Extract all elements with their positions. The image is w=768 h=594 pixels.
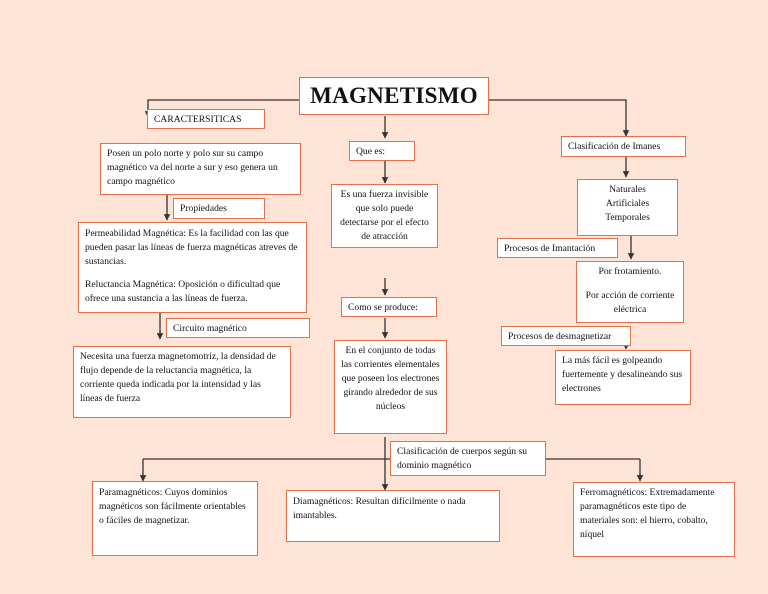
ferromagneticos-box: Ferromagnéticos: Extremadamente paramagn… [573, 482, 735, 557]
propiedades-label: Propiedades [173, 198, 265, 219]
clasificacion-cuerpos-label: Clasificación de cuerpos según su domini… [390, 441, 546, 476]
diamagneticos-box: Diamagnéticos: Resultan difícilmente o n… [286, 490, 500, 542]
polos-box: Posen un polo norte y polo sur su campo … [100, 143, 301, 195]
connector-title-right [489, 99, 630, 137]
definicion-box: Es una fuerza invisible que solo puede d… [331, 184, 438, 248]
caracteristicas-label: CARACTERSITICAS [147, 109, 265, 129]
produccion-box: En el conjunto de todas las corrientes e… [334, 340, 447, 434]
como-se-produce-label: Como se produce: [341, 297, 437, 317]
circuito-desc-box: Necesita una fuerza magnetomotriz, la de… [73, 346, 291, 418]
paramagneticos-box: Paramagnéticos: Cuyos dominios magnético… [92, 481, 258, 556]
frotamiento-text: Por frotamiento. [598, 266, 662, 277]
main-title: MAGNETISMO [299, 77, 489, 115]
procesos-imantacion-label: Procesos de Imantación [497, 238, 618, 258]
que-es-label: Que es: [349, 141, 415, 161]
tipo-temporales: Temporales [605, 211, 650, 223]
circuito-label: Circuito magnético [166, 318, 310, 338]
desmagnetizar-box: La más fácil es golpeando fuertemente y … [555, 350, 691, 405]
imantacion-box: Por frotamiento. Por acción de corriente… [576, 261, 684, 323]
tipos-imanes-box: Naturales Artificiales Temporales [577, 179, 678, 236]
tipo-naturales: Naturales [609, 184, 646, 195]
corriente-text: Por acción de corriente eléctrica [585, 289, 675, 315]
permeabilidad-text: Permeabilidad Magnética: Es la facilidad… [85, 228, 298, 267]
tipo-artificiales: Artificiales [605, 197, 650, 209]
reluctancia-text: Reluctancia Magnética: Oposición o dific… [85, 278, 281, 304]
procesos-desmagnetizar-label: Procesos de desmagnetizar [501, 326, 631, 346]
propiedades-box: Permeabilidad Magnética: Es la facilidad… [78, 222, 307, 313]
clasificacion-imanes-label: Clasificación de Imanes [561, 136, 686, 157]
